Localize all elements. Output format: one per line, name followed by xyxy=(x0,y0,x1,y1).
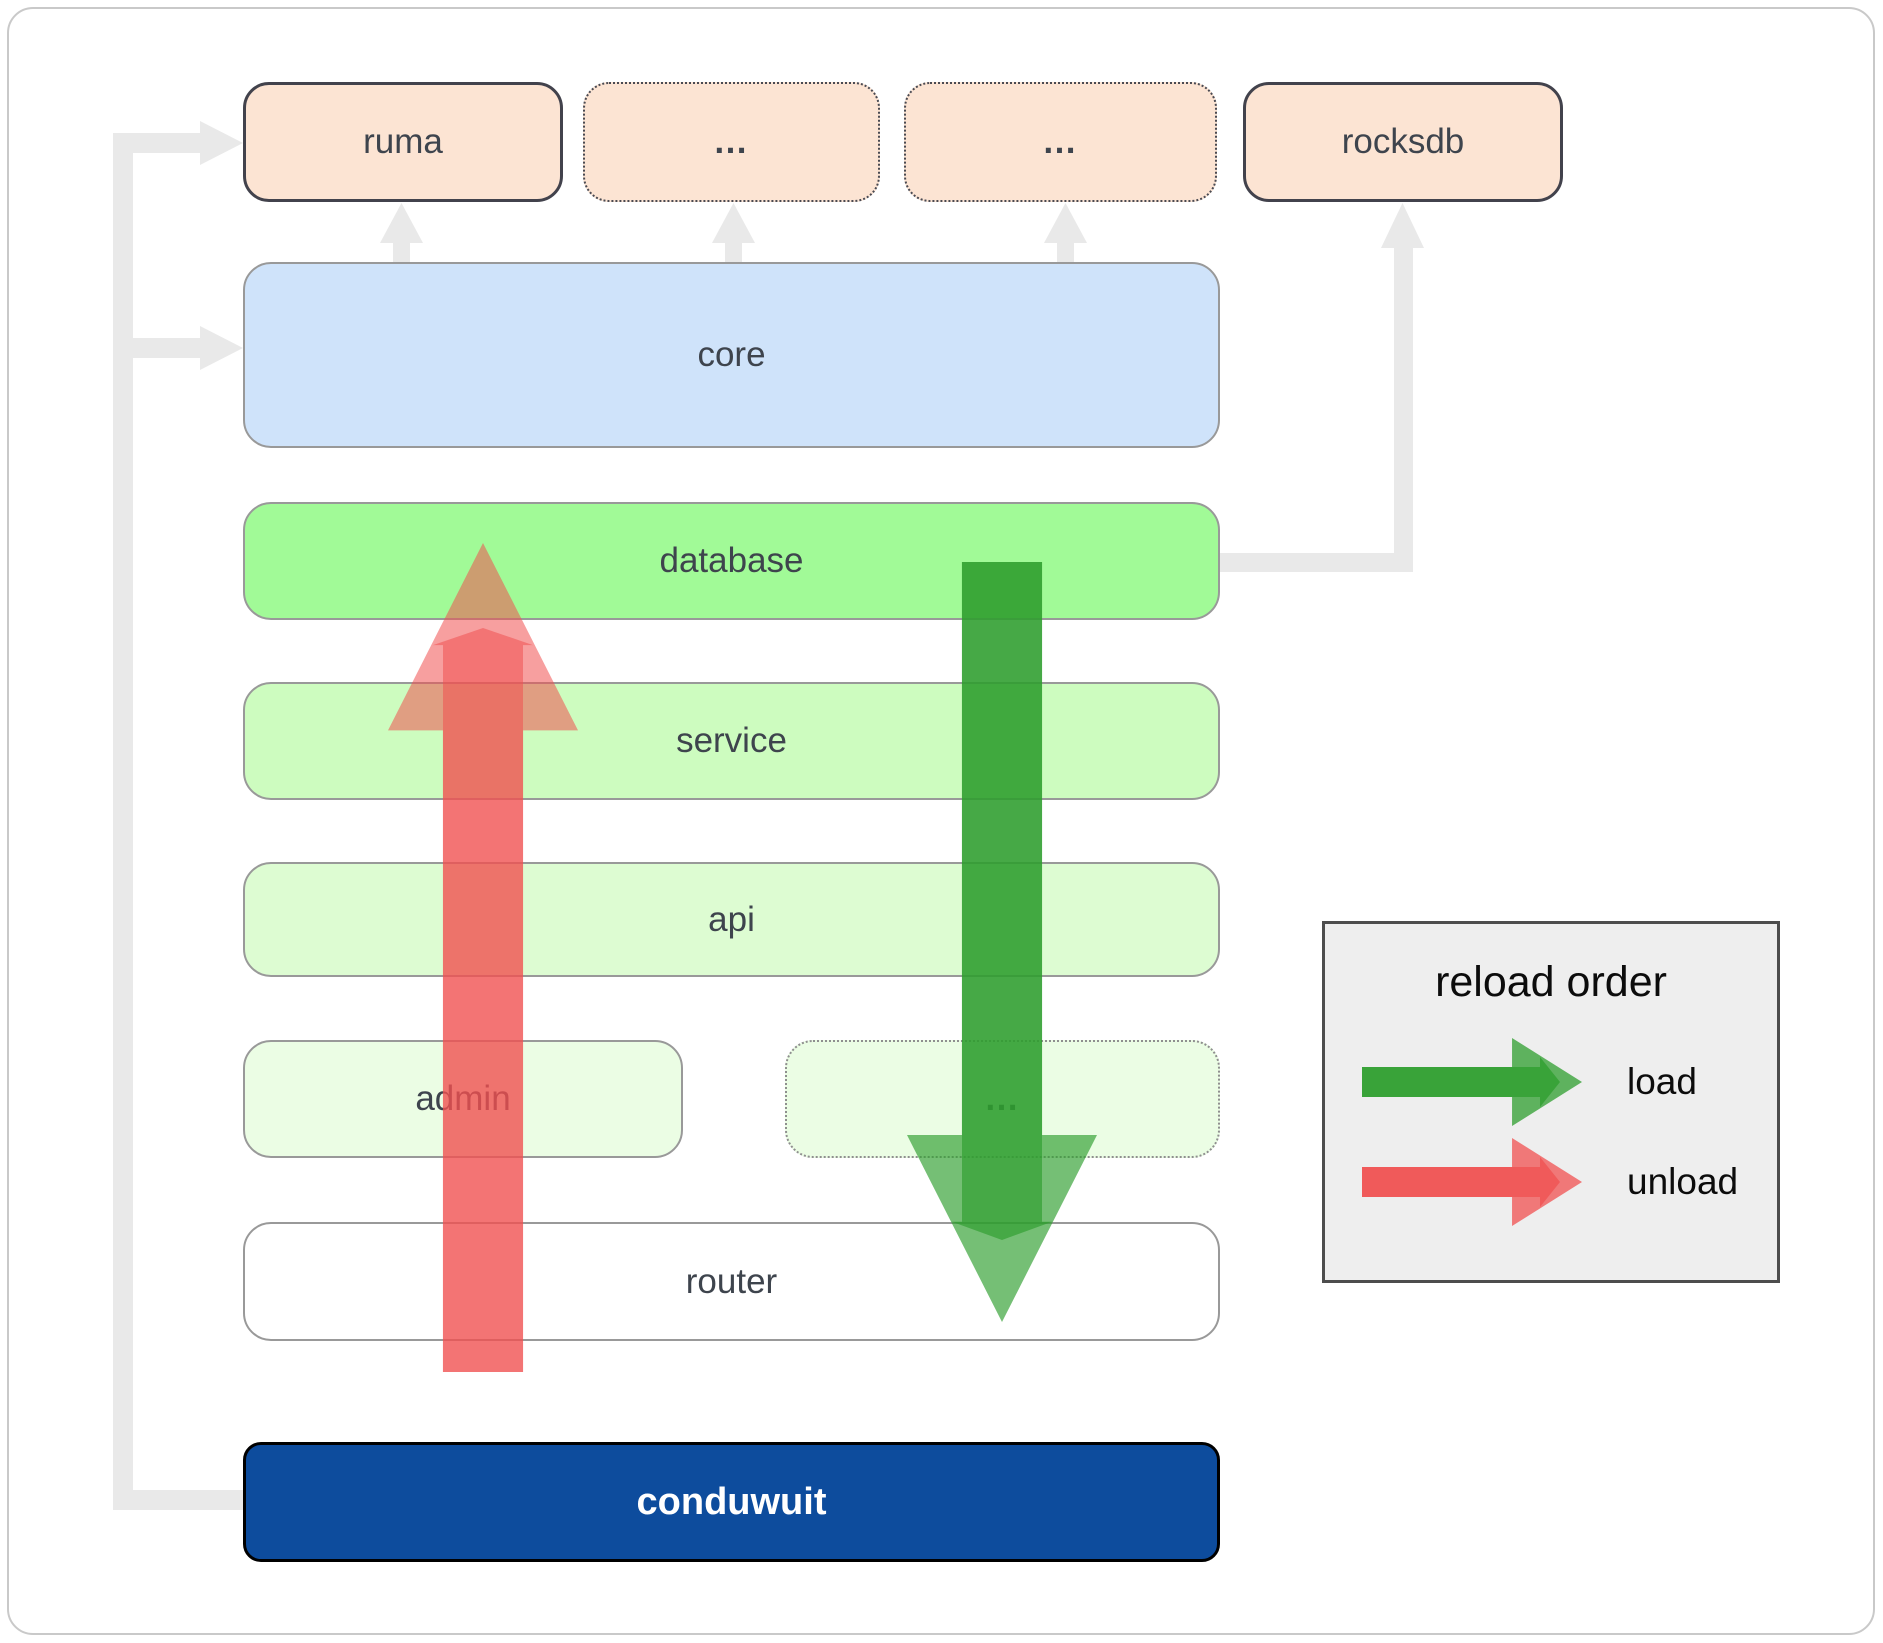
box-ellipsis-top-1-label: … xyxy=(713,122,750,161)
connector-core-to-ellipsis1-line xyxy=(725,240,742,264)
load-arrow-down-inner-icon xyxy=(952,562,1052,1240)
box-api: api xyxy=(243,862,1220,977)
box-core: core xyxy=(243,262,1220,448)
box-ellipsis-top-2-label: … xyxy=(1042,122,1079,161)
connector-core-to-ruma-line xyxy=(393,240,410,264)
box-api-label: api xyxy=(708,899,755,939)
box-service-label: service xyxy=(676,721,787,760)
outer-frame xyxy=(7,7,1875,1635)
box-ruma: ruma xyxy=(243,82,563,202)
box-ruma-label: ruma xyxy=(363,122,443,161)
box-rocksdb: rocksdb xyxy=(1243,82,1563,202)
connector-database-to-rocksdb-vertical-line xyxy=(1394,246,1413,572)
connector-to-core-line xyxy=(113,338,202,358)
box-service: service xyxy=(243,682,1220,800)
legend-panel xyxy=(1322,921,1780,1283)
box-conduwuit: conduwuit xyxy=(243,1442,1220,1562)
connector-database-to-rocksdb-horizontal-line xyxy=(1220,553,1406,572)
box-router-label: router xyxy=(685,1261,778,1301)
connector-from-conduwuit-line xyxy=(113,1490,243,1510)
connector-left-vertical-line xyxy=(113,133,133,1510)
connector-core-to-ellipsis2-line xyxy=(1057,240,1074,264)
box-database-label: database xyxy=(659,541,804,580)
legend-load-label: load xyxy=(1627,1061,1697,1102)
box-ellipsis-top-2: … xyxy=(904,82,1217,202)
box-core-label: core xyxy=(697,335,766,374)
box-router: router xyxy=(243,1222,1220,1341)
box-database: database xyxy=(243,502,1220,620)
box-ellipsis-top-1: … xyxy=(583,82,880,202)
legend-title: reload order xyxy=(1435,958,1667,1006)
box-rocksdb-label: rocksdb xyxy=(1341,122,1465,161)
connector-to-ruma-line xyxy=(113,133,202,153)
box-conduwuit-label: conduwuit xyxy=(636,1480,827,1523)
legend-unload-label: unload xyxy=(1627,1161,1739,1202)
unload-arrow-up-inner-icon xyxy=(433,628,533,1372)
